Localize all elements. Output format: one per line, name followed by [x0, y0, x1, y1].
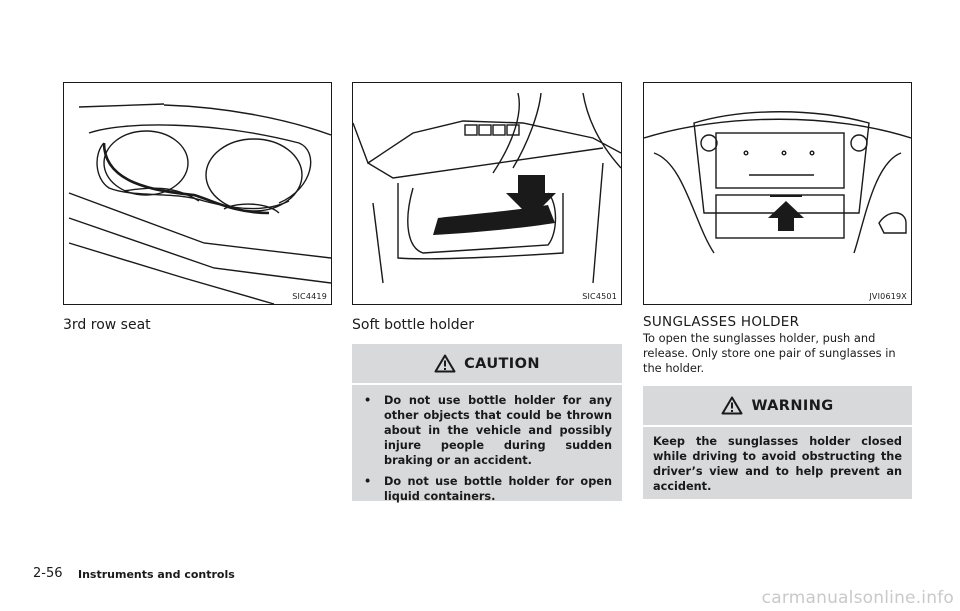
caution-item: • Do not use bottle holder for any other…: [364, 393, 612, 468]
caution-item: • Do not use bottle holder for open liqu…: [364, 474, 612, 504]
warning-label: WARNING: [751, 397, 834, 414]
caption-soft-bottle-holder: Soft bottle holder: [352, 317, 475, 333]
warning-body: Keep the sunglasses holder closed while …: [643, 427, 912, 502]
bullet: •: [364, 394, 372, 407]
caution-label: CAUTION: [464, 355, 540, 372]
warning-divider: [643, 425, 912, 427]
sunglasses-holder-illustration: [644, 111, 911, 254]
caution-body: • Do not use bottle holder for any other…: [352, 385, 622, 520]
section-title: Instruments and controls: [78, 568, 235, 581]
caution-item-text: Do not use bottle holder for any other o…: [384, 394, 612, 467]
bullet: •: [364, 475, 372, 488]
warning-box: WARNING Keep the sunglasses holder close…: [643, 386, 912, 499]
warning-triangle-icon: [434, 354, 456, 373]
sunglasses-heading: SUNGLASSES HOLDER: [643, 314, 800, 330]
figure-door-pocket: SIC4501: [352, 82, 622, 305]
warning-triangle-icon: [721, 396, 743, 415]
figure-cup-holders: SIC4419: [63, 82, 332, 305]
caption-3rd-row-seat: 3rd row seat: [63, 317, 151, 333]
figure-code: SIC4419: [292, 292, 327, 301]
figure-sunglasses-holder: JVI0619X: [643, 82, 912, 305]
cup-holder-illustration: [68, 103, 331, 304]
door-pocket-illustration: [353, 92, 621, 284]
caution-item-text: Do not use bottle holder for open liquid…: [384, 475, 612, 503]
figure-code: JVI0619X: [869, 292, 907, 301]
figure-code: SIC4501: [582, 292, 617, 301]
page-number: 2-56: [33, 566, 63, 581]
warning-text: Keep the sunglasses holder closed while …: [653, 435, 902, 493]
watermark: carmanualsonline.info: [761, 588, 954, 608]
sunglasses-body: To open the sunglasses holder, push and …: [643, 331, 896, 375]
caution-box: CAUTION • Do not use bottle holder for a…: [352, 344, 622, 503]
caution-divider: [352, 383, 622, 385]
warning-header: WARNING: [643, 386, 912, 425]
caution-header: CAUTION: [352, 344, 622, 383]
